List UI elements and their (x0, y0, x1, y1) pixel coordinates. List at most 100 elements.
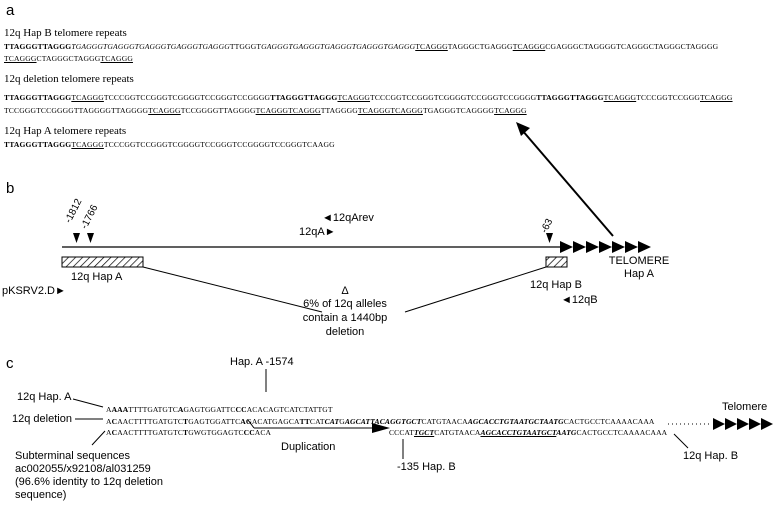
subterminal-line-2: ac002055/x92108/al031259 (15, 463, 151, 475)
seq-segment: TCAGGGTCAGGG (357, 106, 423, 115)
deletion-line-right (404, 266, 547, 313)
deletion-seq-line1: TTAGGGTTAGGGTCAGGGTCCCGGTCCGGGTCGGGGTCCG… (4, 93, 733, 102)
label-12q-deletion: 12q deletion (12, 413, 72, 425)
seq-segment: TTAGGGTTAGGG (270, 93, 338, 102)
hap-a-pointer (72, 398, 104, 408)
marker-63-icon (546, 233, 553, 243)
hap-a-box (61, 256, 144, 268)
seq-segment: C (111, 428, 118, 437)
panel-c-letter: c (6, 355, 14, 372)
seq-segment: AGCACCTGTAATGCTAATG (467, 417, 564, 426)
deletion-title: 12q deletion telomere repeats (4, 73, 134, 85)
hap-b-pointer (673, 433, 689, 449)
seq-segment: TCAGGG (603, 93, 637, 102)
deletion-note-1: 6% of 12q alleles (303, 298, 387, 310)
seq-segment: TGAGGGTCAGGGG (422, 106, 495, 115)
deletion-line-left (142, 266, 323, 313)
hap-b-box-label: 12q Hap B (530, 279, 582, 291)
seq-segment: TCAGGG (700, 93, 733, 102)
seq-segment: TCAGGG (494, 106, 527, 115)
panel-b-letter: b (6, 180, 15, 197)
seq-segment: CATGTAACA (421, 417, 468, 426)
label-12q-hap-b: 12q Hap. B (683, 450, 739, 462)
deletion-note-3: deletion (325, 326, 365, 338)
seq-segment: TGCT (413, 428, 435, 437)
label-12q-hap-a: 12q Hap. A (17, 391, 72, 403)
telomere-c-icon (713, 418, 773, 430)
seq-segment: AACTTTTGATGTC (117, 428, 184, 437)
seq-segment: TCCGGGTCCGGGGTTAGGGGTTAGGGG (4, 106, 149, 115)
primer-12qb: ◄12qB (561, 294, 598, 306)
marker-1766-icon (87, 233, 94, 243)
seq-segment: TTAGGGG (320, 106, 358, 115)
subterminal-line-4: sequence) (15, 489, 67, 501)
seq-segment: CC (235, 405, 247, 414)
seq-segment: T (183, 417, 189, 426)
seq-segment: ACA (254, 428, 272, 437)
duplication-label: Duplication (281, 441, 336, 453)
seq-segment: A (106, 417, 112, 426)
seq-segment: TCAGGG (4, 54, 37, 63)
hap-a-title: 12q Hap A telomere repeats (4, 125, 127, 137)
seq-segment: TCAGGG (71, 140, 104, 149)
seq-segment: GWGTGGAGTC (188, 428, 244, 437)
seq-segment: GAGTGGATTC (183, 405, 236, 414)
hap-b-title: 12q Hap B telomere repeats (4, 27, 127, 39)
seq-segment: TAGGGCTGAGGG (447, 42, 513, 51)
seq-segment: A (106, 405, 112, 414)
seq-segment: TCCCGGTCCGGG (636, 93, 700, 102)
seq-segment: AACTTTTGATGTC (117, 417, 184, 426)
seq-segment: TTGGGT (229, 42, 262, 51)
pointer-arrow-head (516, 122, 530, 136)
seq-segment: TCAGGG (337, 93, 371, 102)
seq-segment: ACACAGTCATCTATTGT (246, 405, 333, 414)
seq-segment: A (106, 428, 112, 437)
seq-segment: CACTGCCTCAAAACAAA (576, 428, 668, 437)
seq-segment: CCCAT (389, 428, 414, 437)
hap-b-box (545, 256, 568, 268)
seq-segment: CTAGGGCTAGGG (36, 54, 101, 63)
seq-segment: CC (243, 428, 255, 437)
seq-segment: AGCACCTGTAATGCT (480, 428, 557, 437)
subterminal-line-3: (96.6% identity to 12q deletion (15, 476, 163, 488)
panel-a-letter: a (6, 2, 15, 19)
delta-symbol: Δ (341, 285, 349, 297)
seq-segment: CACTGCCTCAAAACAAA (563, 417, 655, 426)
pointer-arrow-line (521, 129, 614, 237)
primer-12qa: 12qA► (299, 226, 336, 238)
seq-segment: TCAGGG (100, 54, 133, 63)
telomere-sublabel: Hap A (624, 268, 654, 280)
seq-segment: TCAGGG (512, 42, 546, 51)
seq-segment: ACATGAGCA (251, 417, 300, 426)
seq-segment: TTAGGGTTAGGG (4, 93, 72, 102)
seq-segment: AAA (111, 405, 129, 414)
seq-segment: TCCCGGTCCGGGTCGGGGTCCGGGTCCGGGGTCCGGGTCA… (103, 140, 335, 149)
seq-segment: CAT (309, 417, 325, 426)
seq-segment: TCAGGGTCAGGG (255, 106, 321, 115)
seq-row-hap-a: AAAATTTTGATGTCAGAGTGGATTCCCACACAGTCATCTA… (106, 405, 333, 414)
seq-segment: TCCCGGTCCGGGTCGGGGTCCGGGTCCGGGG (103, 93, 271, 102)
seq-segment: C (111, 417, 118, 426)
hap-a-seq-line1: TTAGGGTTAGGGTCAGGGTCCCGGTCCGGGTCGGGGTCCG… (4, 140, 335, 149)
telomere-label: TELOMERE (608, 255, 670, 267)
marker-1812-icon (73, 233, 80, 243)
seq-segment: CATGTAACA (434, 428, 481, 437)
seq-segment: TCAGGG (415, 42, 448, 51)
seq-segment: GAGGGTGAGGGTGAGGGTGAGGGTGAGGG (261, 42, 416, 51)
seq-segment: AG (240, 417, 252, 426)
seq-segment: TTA (365, 417, 380, 426)
hap-b-seq-line2: TCAGGGCTAGGGCTAGGGTCAGGG (4, 54, 133, 63)
subterminal-pointer (91, 430, 106, 446)
telomere-repeats-icon (560, 241, 651, 253)
deletion-note-2: contain a 1440bp (302, 312, 388, 324)
seq-segment: TCCCGGTCCGGGTCGGGGTCCGGGTCCGGGG (370, 93, 537, 102)
seq-segment: CAT (324, 417, 340, 426)
primer-pksrv2d: pKSRV2.D► (2, 285, 66, 297)
seq-segment: CGAGGGCTAGGGGTCAGGGCTAGGGCTAGGGG (545, 42, 719, 51)
primer-12qarev: ◄12qArev (322, 212, 374, 224)
seq-row-deletion: ACAACTTTTGATGTCTGAGTGGATTCAGACATGAGCATTC… (106, 417, 655, 426)
seq-segment: GAGTGGATTC (188, 417, 241, 426)
seq-segment: TCAGGG (71, 93, 104, 102)
seq-segment: TTAGGGTTAGGG (536, 93, 604, 102)
